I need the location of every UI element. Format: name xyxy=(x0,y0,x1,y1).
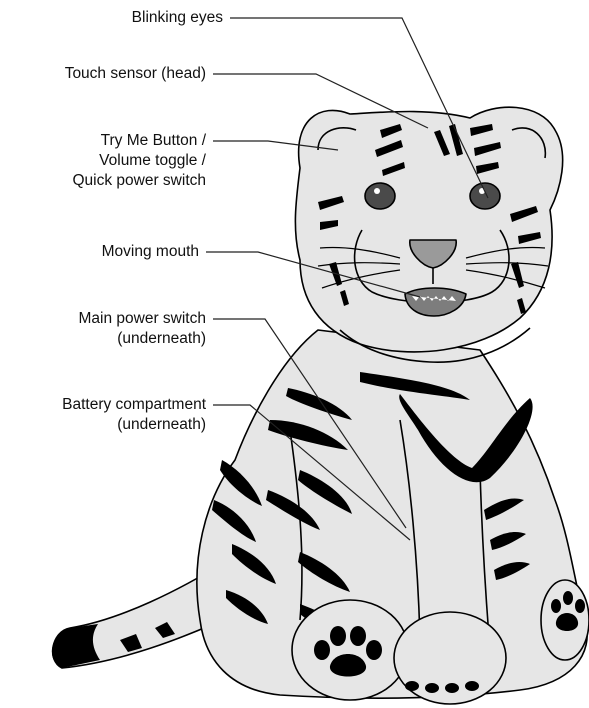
label-blinking-eyes: Blinking eyes xyxy=(132,8,223,28)
label-line: Main power switch xyxy=(79,309,207,329)
label-try-me-button: Try Me Button / Volume toggle / Quick po… xyxy=(72,131,206,191)
tail-tip xyxy=(52,624,100,668)
right-eye xyxy=(470,183,500,209)
label-main-power-switch: Main power switch (underneath) xyxy=(79,309,207,349)
label-line: Moving mouth xyxy=(102,242,199,262)
label-battery-compartment: Battery compartment (underneath) xyxy=(62,395,206,435)
label-touch-sensor: Touch sensor (head) xyxy=(65,64,206,84)
label-line: Quick power switch xyxy=(72,171,206,191)
label-line: (underneath) xyxy=(62,415,206,435)
label-line: (underneath) xyxy=(79,329,207,349)
label-line: Blinking eyes xyxy=(132,8,223,28)
left-eye-shine xyxy=(374,188,380,194)
label-moving-mouth: Moving mouth xyxy=(102,242,199,262)
label-line: Touch sensor (head) xyxy=(65,64,206,84)
left-eye xyxy=(365,183,395,209)
label-line: Volume toggle / xyxy=(72,151,206,171)
front-paw-left xyxy=(292,600,408,700)
label-line: Battery compartment xyxy=(62,395,206,415)
label-line: Try Me Button / xyxy=(72,131,206,151)
